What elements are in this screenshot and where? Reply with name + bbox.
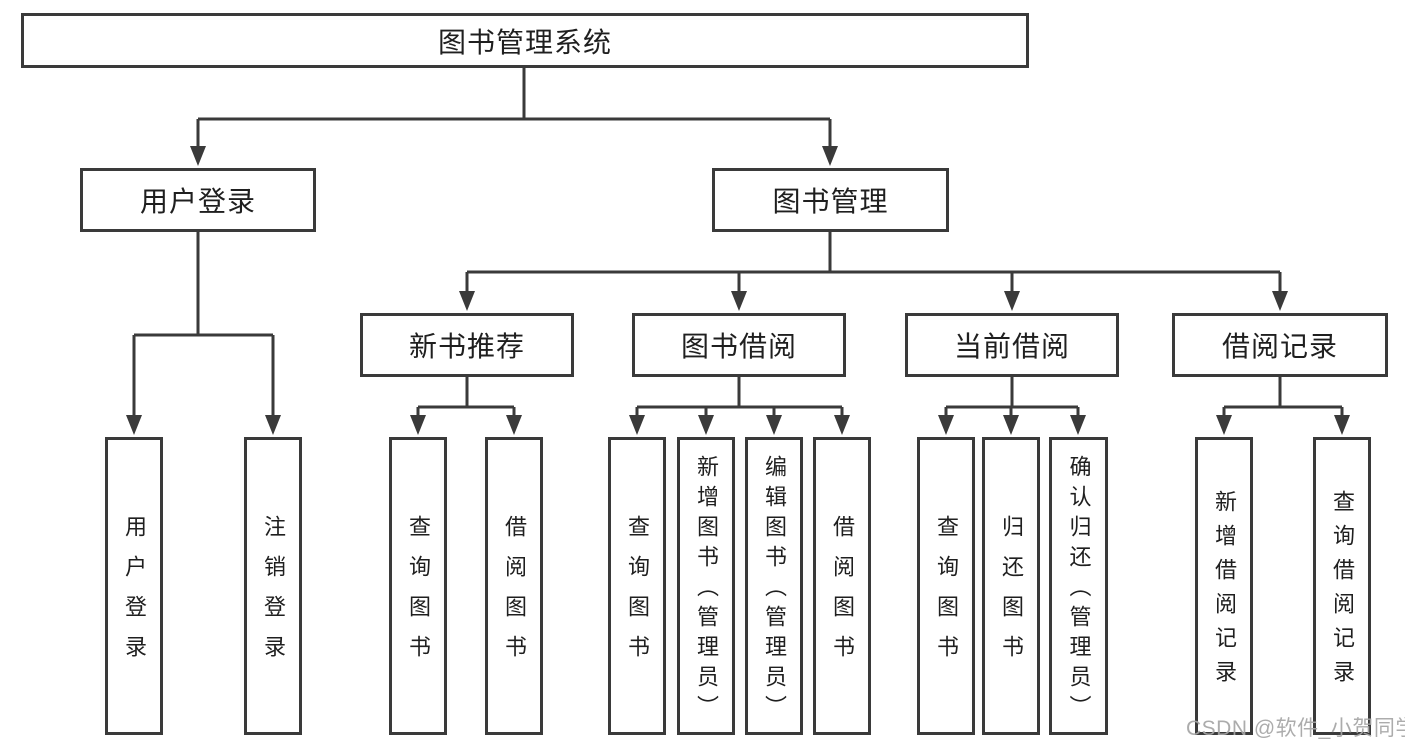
- leaf-edit-book-admin-label: 编辑图书（管理员）: [762, 455, 787, 725]
- leaf-query-borrow-record: 查询借阅记录: [1313, 437, 1371, 735]
- leaf-return-books: 归还图书: [982, 437, 1040, 735]
- leaf-borrowing-borrow-books-label: 借阅图书: [830, 515, 855, 675]
- leaf-add-borrow-record: 新增借阅记录: [1195, 437, 1253, 735]
- node-book-borrowing-label: 图书借阅: [680, 331, 797, 362]
- leaf-borrowing-borrow-books: 借阅图书: [813, 437, 871, 735]
- leaf-query-borrow-record-label: 查询借阅记录: [1330, 490, 1355, 694]
- leaf-current-query-books-label: 查询图书: [934, 515, 959, 675]
- leaf-logout: 注销登录: [244, 437, 302, 735]
- node-borrowing-records: 借阅记录: [1172, 313, 1388, 377]
- node-new-book-recommend-label: 新书推荐: [408, 331, 525, 362]
- leaf-logout-label: 注销登录: [261, 515, 286, 675]
- leaf-add-borrow-record-label: 新增借阅记录: [1212, 490, 1237, 694]
- node-root-system: 图书管理系统: [21, 13, 1029, 68]
- leaf-user-login: 用户登录: [105, 437, 163, 735]
- leaf-borrowing-query-books: 查询图书: [608, 437, 666, 735]
- arrowheads: [126, 146, 1350, 435]
- leaf-edit-book-admin: 编辑图书（管理员）: [745, 437, 803, 735]
- node-new-book-recommend: 新书推荐: [360, 313, 574, 377]
- node-borrowing-records-label: 借阅记录: [1221, 331, 1338, 362]
- node-current-borrowing-label: 当前借阅: [953, 331, 1070, 362]
- node-book-management-label: 图书管理: [772, 186, 889, 217]
- node-current-borrowing: 当前借阅: [905, 313, 1119, 377]
- node-user-login-label: 用户登录: [139, 186, 256, 217]
- leaf-recommend-query-books-label: 查询图书: [406, 515, 431, 675]
- leaf-user-login-label: 用户登录: [122, 515, 147, 675]
- leaf-return-books-label: 归还图书: [999, 515, 1024, 675]
- node-book-borrowing: 图书借阅: [632, 313, 846, 377]
- leaf-recommend-borrow-books: 借阅图书: [485, 437, 543, 735]
- leaf-confirm-return-admin: 确认归还（管理员）: [1049, 437, 1108, 735]
- leaf-recommend-query-books: 查询图书: [389, 437, 447, 735]
- leaf-recommend-borrow-books-label: 借阅图书: [502, 515, 527, 675]
- leaf-current-query-books: 查询图书: [917, 437, 975, 735]
- node-book-management: 图书管理: [712, 168, 949, 232]
- leaf-borrowing-query-books-label: 查询图书: [625, 515, 650, 675]
- node-user-login: 用户登录: [80, 168, 316, 232]
- leaf-add-book-admin-label: 新增图书（管理员）: [694, 455, 719, 725]
- leaf-confirm-return-admin-label: 确认归还（管理员）: [1066, 455, 1092, 725]
- watermark: CSDN @软件_小贺同学: [1186, 717, 1405, 740]
- node-root-label: 图书管理系统: [437, 26, 612, 58]
- leaf-add-book-admin: 新增图书（管理员）: [677, 437, 735, 735]
